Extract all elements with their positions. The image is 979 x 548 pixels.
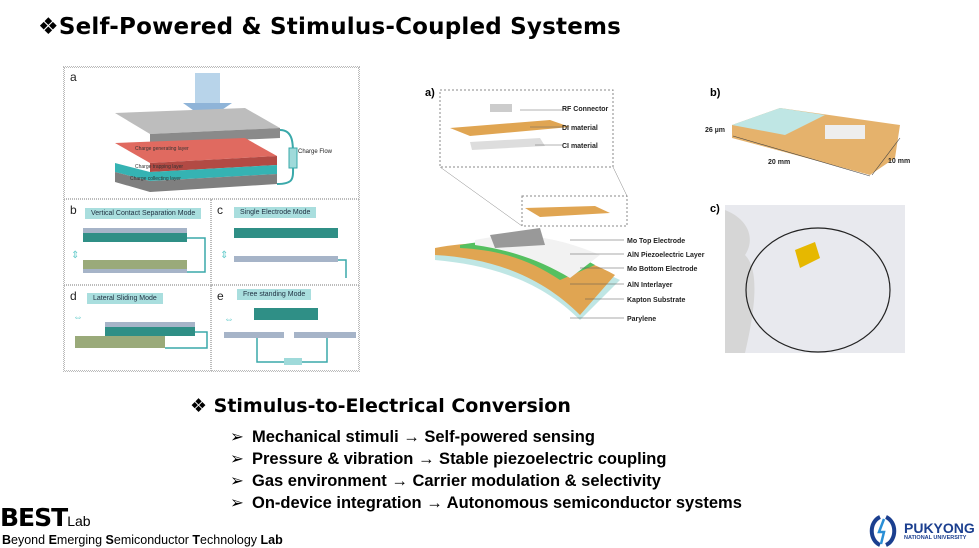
svg-text:⇔: ⇔: [224, 314, 234, 325]
bullet-item: ➢Gas environment → Carrier modulation & …: [230, 472, 661, 490]
svg-text:⇔: ⇔: [73, 312, 83, 323]
panel-c: c Single Electrode Mode ⇕: [211, 199, 359, 285]
best-lab-logo: BESTLab: [0, 503, 91, 532]
bullet-item: ➢Pressure & vibration → Stable piezoelec…: [230, 450, 667, 468]
svg-text:Mo Top Electrode: Mo Top Electrode: [627, 238, 685, 245]
svg-text:10 mm: 10 mm: [888, 158, 910, 165]
bullet-item: ➢On-device integration → Autonomous semi…: [230, 494, 742, 512]
mode-label: Lateral Sliding Mode: [87, 293, 163, 304]
bullet-item: ➢Mechanical stimuli → Self-powered sensi…: [230, 428, 595, 446]
svg-text:AlN Piezoelectric Layer: AlN Piezoelectric Layer: [627, 252, 705, 259]
svg-text:⇕: ⇕: [71, 250, 79, 261]
svg-text:Kapton Substrate: Kapton Substrate: [627, 297, 685, 304]
panel-d: d Lateral Sliding Mode ⇔: [64, 285, 211, 371]
svg-text:b): b): [710, 87, 721, 99]
svg-text:Charge generating layer: Charge generating layer: [135, 146, 189, 152]
svg-text:Charge collecting layer: Charge collecting layer: [130, 176, 181, 182]
svg-text:Charge trapping layer: Charge trapping layer: [135, 164, 183, 170]
mode-label: Free standing Mode: [237, 289, 312, 300]
panel-a: a Charge Flow Charge generating layer Ch…: [64, 67, 359, 199]
triboelectric-figure: a Charge Flow Charge generating layer Ch…: [63, 66, 360, 372]
panel-label: a): [425, 87, 435, 99]
svg-text:Parylene: Parylene: [627, 316, 656, 323]
inset-box: [439, 89, 614, 168]
slide-title: ❖Self-Powered & Stimulus-Coupled Systems: [38, 14, 622, 40]
mode-label: Vertical Contact Separation Mode: [85, 208, 202, 219]
svg-text:Mo Bottom Electrode: Mo Bottom Electrode: [627, 266, 697, 273]
svg-text:c): c): [710, 203, 720, 215]
sensor-dimensions-and-photo: b) 26 µm 20 mm 10 mm c): [705, 87, 910, 353]
svg-text:CI material: CI material: [562, 143, 598, 150]
svg-text:⇕: ⇕: [220, 250, 228, 261]
university-emblem-icon: [869, 515, 897, 547]
svg-text:RF Connector: RF Connector: [562, 106, 609, 113]
svg-text:DI material: DI material: [562, 125, 598, 132]
charge-flow-label: Charge Flow: [298, 149, 333, 155]
piezo-sensor-figure: a) RF Connector DI material CI material …: [425, 87, 705, 323]
lab-full-name: Beyond Emerging Semiconductor Technology…: [2, 533, 283, 547]
pressure-arrow-icon: [195, 73, 220, 103]
svg-text:26 µm: 26 µm: [705, 127, 725, 134]
panel-label: a: [70, 70, 77, 84]
teng-layers-diagram: Charge Flow Charge generating layer Char…: [115, 73, 333, 192]
svg-text:AlN Interlayer: AlN Interlayer: [627, 282, 673, 289]
panel-b: b Vertical Contact Separation Mode ⇕: [64, 199, 211, 285]
mode-label: Single Electrode Mode: [234, 207, 317, 218]
svg-text:20 mm: 20 mm: [768, 159, 790, 166]
panel-e: e Free standing Mode ⇔: [211, 285, 359, 371]
section-heading: ❖ Stimulus-to-Electrical Conversion: [190, 395, 571, 417]
